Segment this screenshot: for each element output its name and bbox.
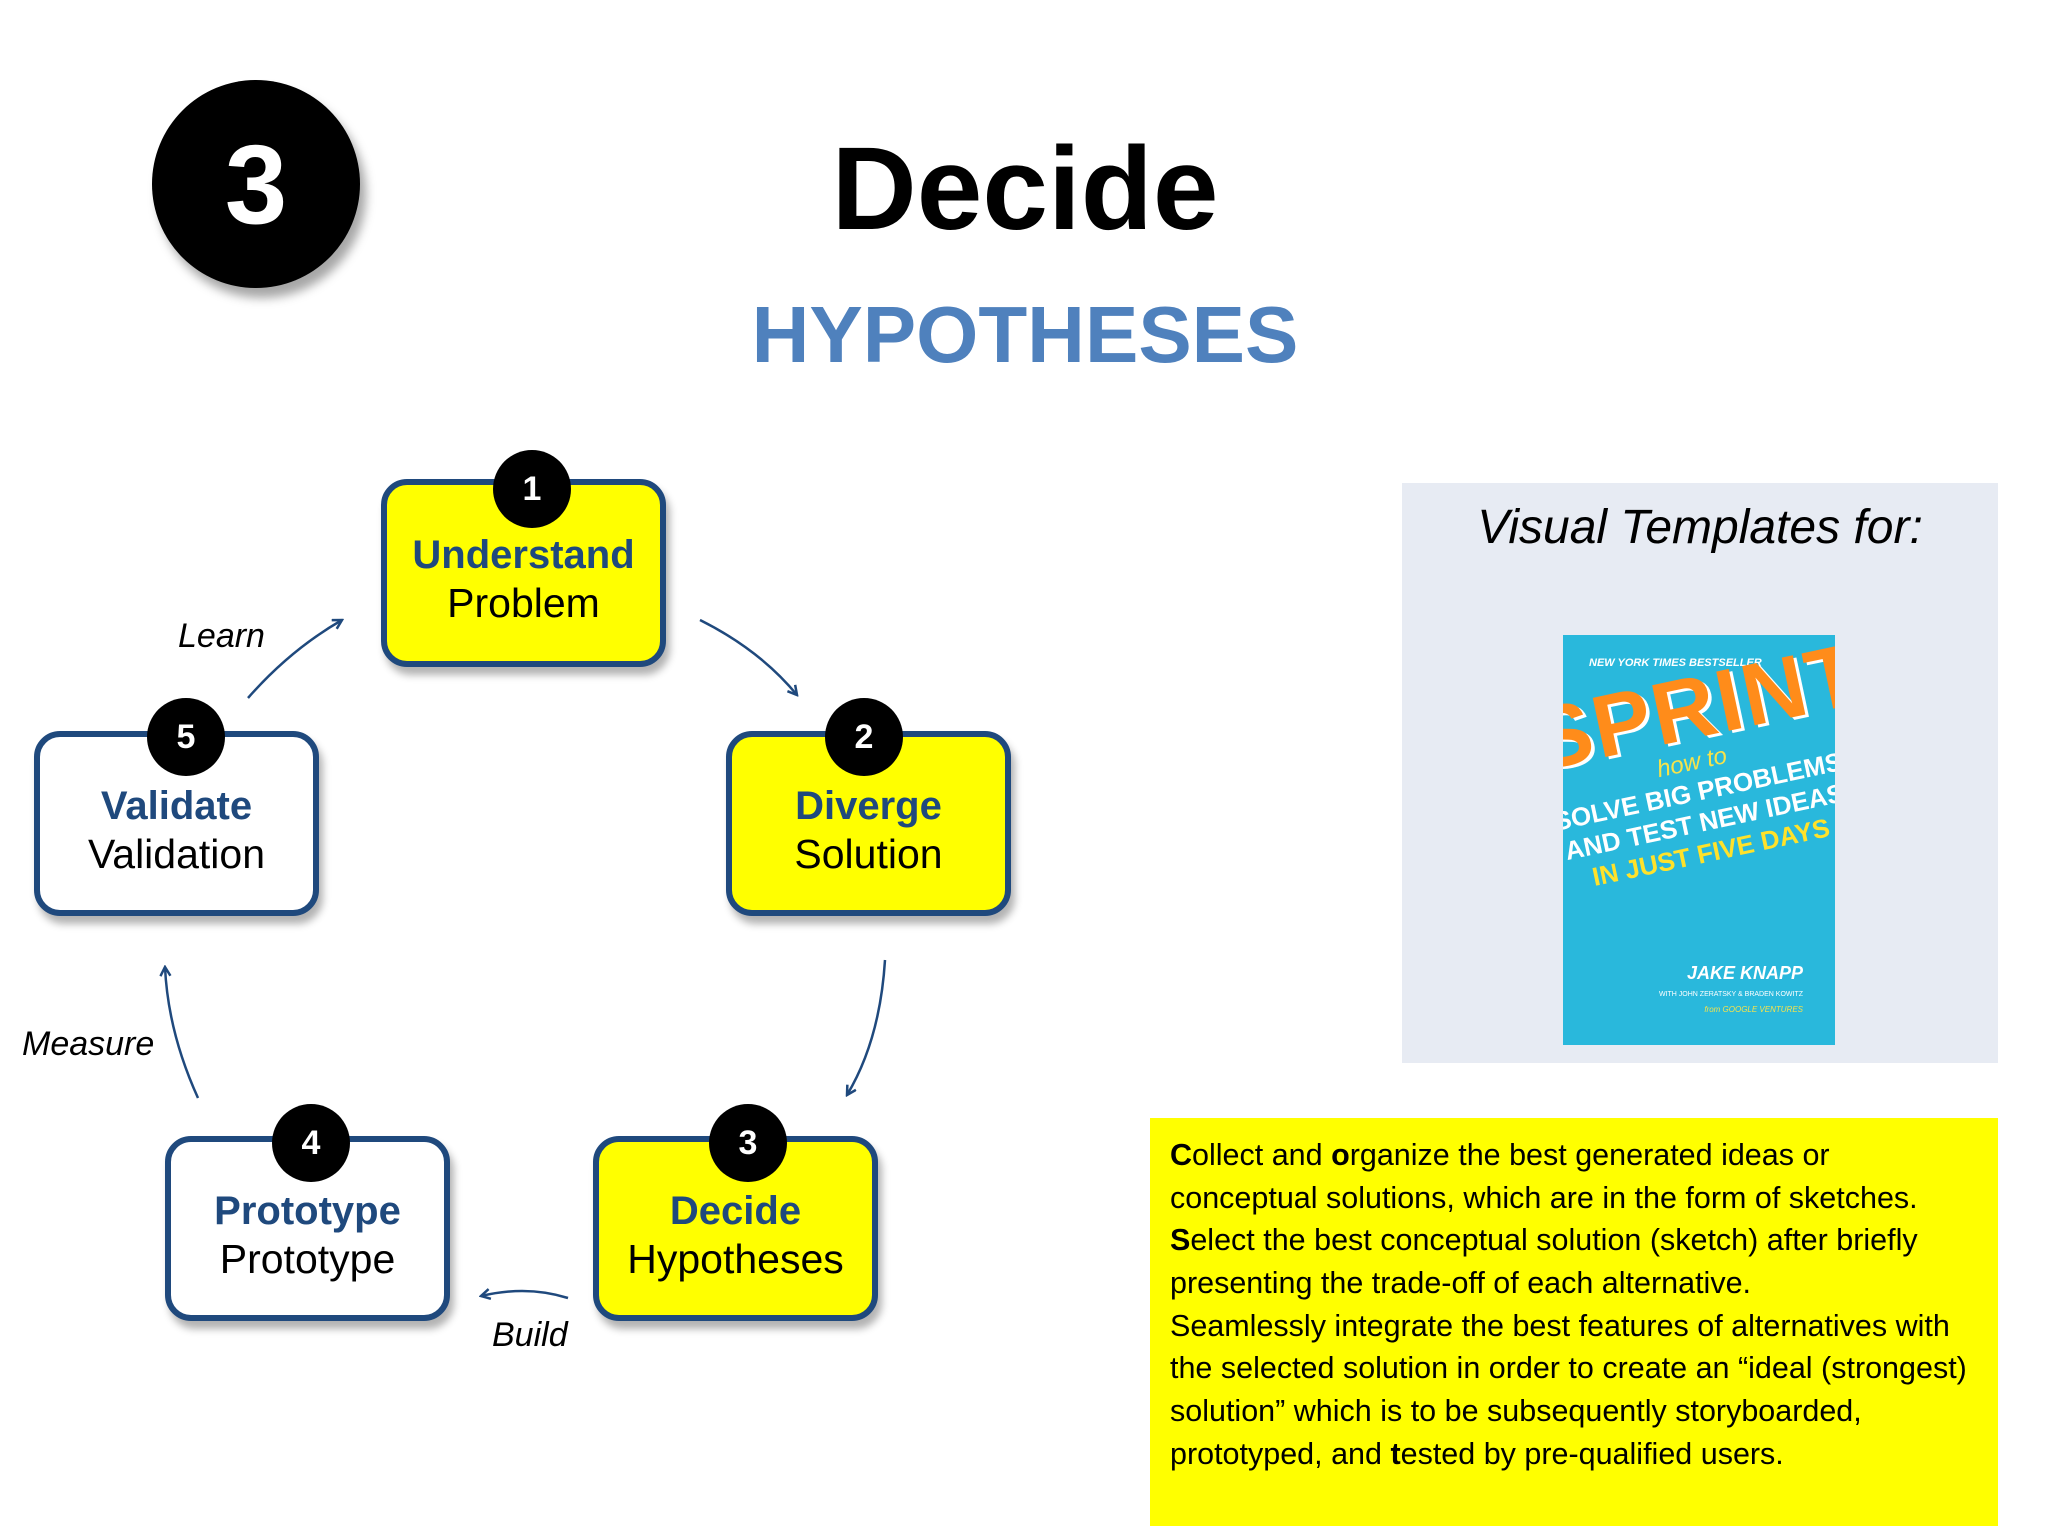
- stage-number-badge: 3: [709, 1104, 787, 1182]
- description-text: ested by pre-qualified users.: [1400, 1436, 1784, 1471]
- emphasis-letter: C: [1170, 1138, 1193, 1172]
- stage-number: 3: [738, 1123, 758, 1162]
- emphasis-letter: S: [1170, 1223, 1191, 1258]
- step-number: 3: [224, 121, 288, 247]
- description-text: rganize the best generated ideas or conc…: [1170, 1138, 1918, 1215]
- emphasis-letter: o: [1331, 1138, 1350, 1172]
- step-number-badge: 3: [152, 80, 360, 288]
- description-paragraph: Seamlessly integrate the best features o…: [1170, 1305, 1978, 1476]
- stage-subtitle: Hypotheses: [627, 1235, 844, 1282]
- arrow-understand-to-diverge: [699, 618, 797, 695]
- stage-number: 1: [522, 469, 542, 508]
- page-title: Decide: [831, 123, 1219, 255]
- stage-number-badge: 2: [825, 698, 903, 776]
- book-publisher: from GOOGLE VENTURES: [1704, 1005, 1803, 1014]
- description-paragraph: Select the best conceptual solution (ske…: [1170, 1219, 1978, 1304]
- stage-subtitle: Validation: [87, 830, 266, 877]
- edge-label-build: Build: [492, 1316, 568, 1354]
- description-paragraph: Collect and organize the best generated …: [1170, 1134, 1978, 1219]
- stage-number-badge: 4: [272, 1104, 350, 1182]
- stage-name: Diverge: [795, 783, 942, 828]
- arrow-diverge-to-decide: [847, 959, 887, 1095]
- edge-label-learn: Learn: [178, 617, 265, 655]
- stage-name: Validate: [100, 783, 253, 828]
- stage-name: Decide: [669, 1188, 802, 1233]
- stage-number-badge: 1: [493, 450, 571, 528]
- stage-subtitle: Problem: [447, 580, 600, 627]
- templates-title: Visual Templates for:: [1477, 501, 1923, 554]
- description-text: Seamlessly integrate the best features o…: [1170, 1308, 1967, 1471]
- edge-label-measure: Measure: [22, 1025, 155, 1063]
- stage-subtitle: Solution: [794, 830, 943, 877]
- book-coauthors: WITH JOHN ZERATSKY & BRADEN KOWITZ: [1658, 991, 1803, 998]
- description-box: Collect and organize the best generated …: [1150, 1118, 1998, 1526]
- stage-name: Understand: [412, 533, 635, 578]
- stage-subtitle: Prototype: [219, 1235, 396, 1282]
- emphasis-letter: t: [1390, 1436, 1401, 1471]
- arrow-validate-to-understand: [247, 620, 342, 699]
- stage-number-badge: 5: [147, 698, 225, 776]
- stage-number: 5: [176, 717, 196, 756]
- sprint-book-cover: NEW YORK TIMES BESTSELLER SPRINT how to …: [1563, 635, 1835, 1045]
- arrow-prototype-to-validate: [165, 967, 200, 1099]
- stage-name: Prototype: [214, 1188, 401, 1233]
- page-subtitle: HYPOTHESES: [751, 290, 1299, 379]
- stage-number: 4: [301, 1123, 321, 1162]
- book-banner: NEW YORK TIMES BESTSELLER: [1589, 657, 1762, 669]
- arrow-decide-to-prototype: [481, 1291, 569, 1298]
- description-text: elect the best conceptual solution (sket…: [1170, 1223, 1918, 1301]
- description-text: ollect and: [1192, 1138, 1332, 1172]
- book-author: JAKE KNAPP: [1686, 963, 1803, 983]
- stage-number: 2: [854, 717, 874, 756]
